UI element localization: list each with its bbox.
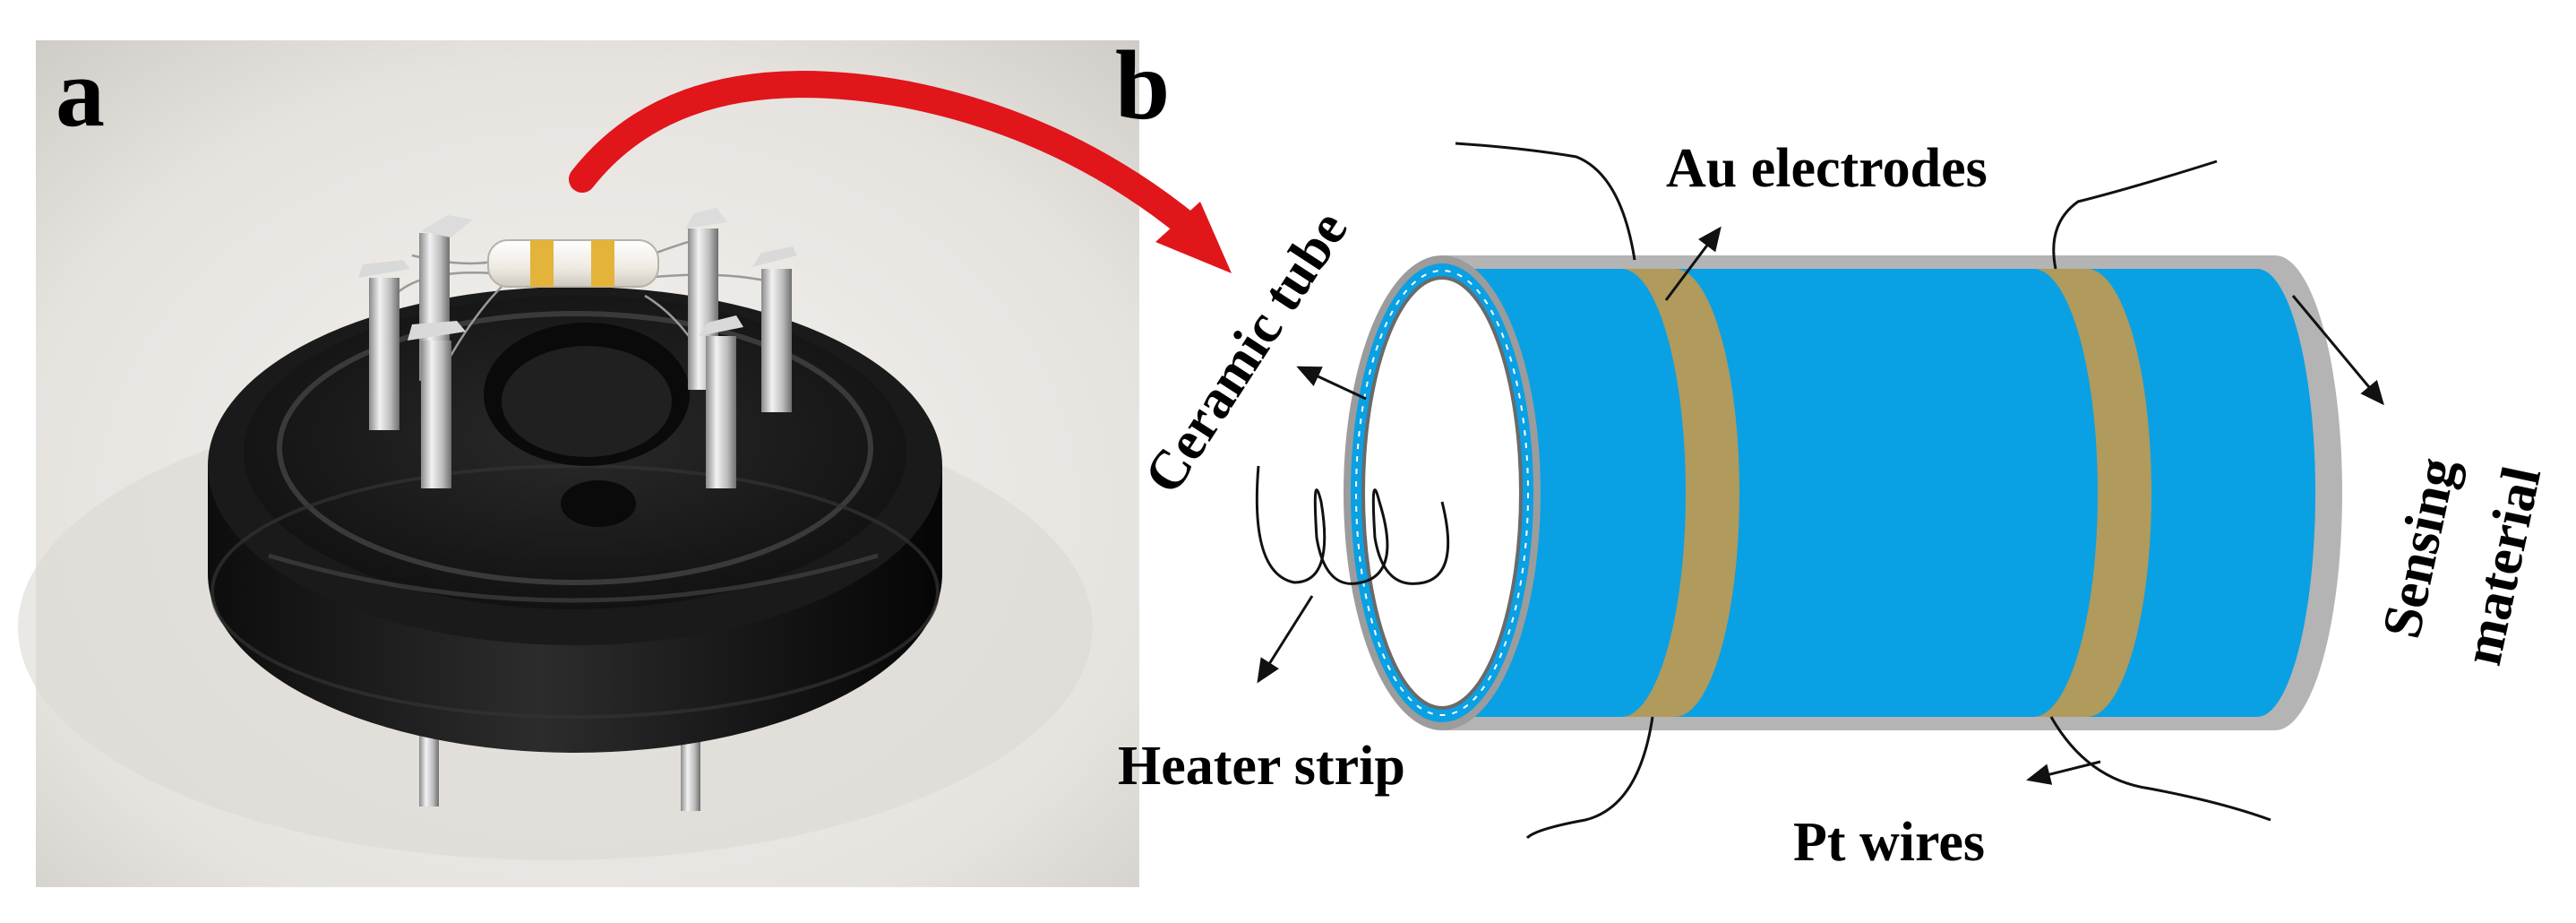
arrow-au-electrodes [1664, 226, 1722, 301]
label-pt-wires: Pt wires [1793, 812, 1985, 873]
pt-wires [1455, 142, 2271, 840]
au-electrode-right [2033, 269, 2151, 717]
red-curved-arrow [569, 71, 1232, 273]
au-electrode-left [1621, 269, 1739, 717]
arrow-ceramic-tube [1296, 366, 1367, 401]
arrow-heater-strip [1257, 595, 1314, 684]
base-small-hole [561, 480, 636, 527]
label-heater-strip: Heater strip [1118, 736, 1405, 797]
arrow-pt-wires [2026, 760, 2101, 785]
panel-letter-a: a [56, 38, 105, 147]
panel-letter-b: b [1115, 30, 1170, 140]
label-arrows [1257, 226, 2384, 785]
label-au-electrodes: Au electrodes [1666, 138, 1988, 199]
sensor-pins [358, 208, 797, 488]
panel-b: Ceramic tube Au electrodes Heater strip … [1118, 138, 2553, 873]
label-sensing: Sensing [2371, 453, 2469, 643]
sensor-base [208, 287, 942, 753]
ceramic-tube-element [487, 239, 659, 288]
tube-opening [1344, 255, 1541, 730]
arrow-sensing-material [2291, 295, 2384, 406]
heater-strip-coil [1255, 465, 1450, 585]
sensing-material-layer [1442, 269, 2315, 717]
label-material: material [2451, 462, 2553, 670]
